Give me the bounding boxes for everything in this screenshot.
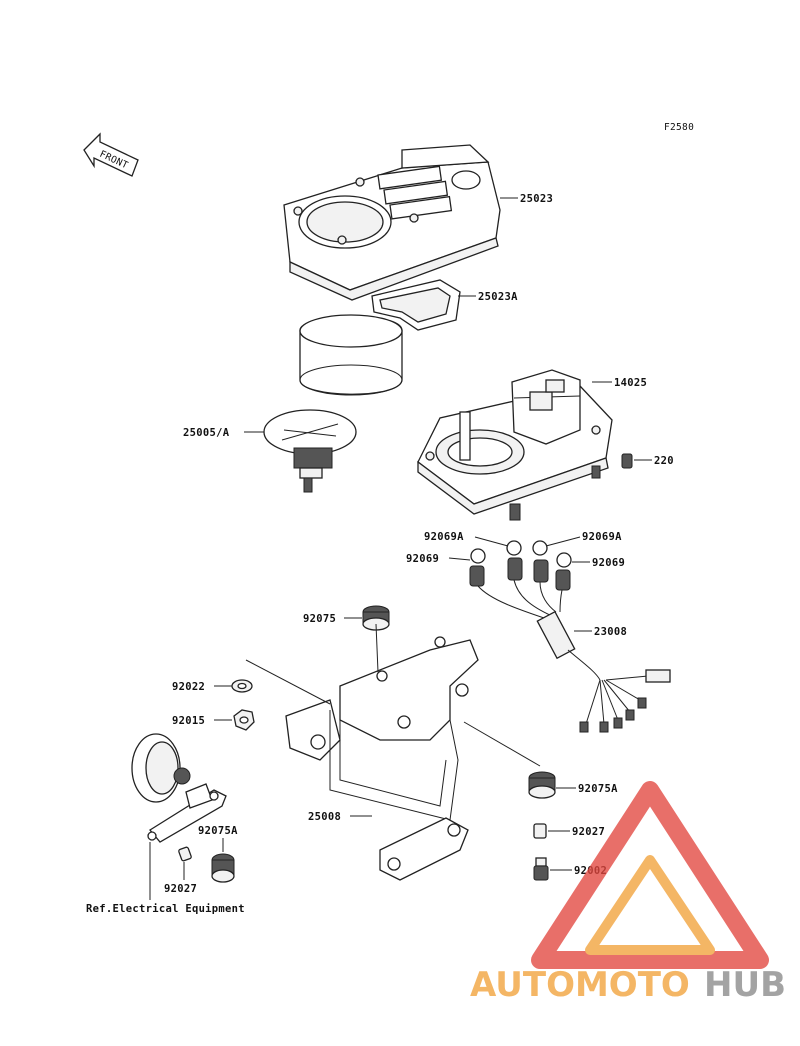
collar-92027-left-part <box>178 846 192 862</box>
watermark-text-auto-moto: AUTOMOTO <box>470 965 690 1005</box>
grommet-92075A-right-part <box>528 771 556 799</box>
speedometer-part <box>263 409 357 493</box>
callout-92069A-right: 92069A <box>582 531 622 543</box>
figure-code: F2580 <box>664 122 694 133</box>
bulb-socket-group <box>469 540 572 591</box>
wiring-harness-part <box>477 579 671 733</box>
watermark-text-hub: HUB <box>704 965 786 1005</box>
meter-cover-part <box>283 144 501 301</box>
callout-23008: 23008 <box>594 626 627 638</box>
callout-92022: 92022 <box>172 681 205 693</box>
front-arrow-icon: FRONT <box>83 132 139 177</box>
callout-92027-right: 92027 <box>572 826 605 838</box>
collar-92027-right-part <box>533 823 547 839</box>
meter-gasket-part <box>299 279 461 396</box>
watermark-logo: AUTOMOTO HUB <box>470 781 786 1005</box>
callout-92027-left: 92027 <box>164 883 197 895</box>
callout-25023: 25023 <box>520 193 553 205</box>
callout-92069A-left: 92069A <box>424 531 464 543</box>
callout-25023A: 25023A <box>478 291 518 303</box>
grommet-92075A-left-part <box>211 853 235 883</box>
callout-92015: 92015 <box>172 715 205 727</box>
bolt-92002-part <box>533 857 549 881</box>
callout-14025: 14025 <box>614 377 647 389</box>
callout-25005A: 25005/A <box>183 427 230 439</box>
horn-assembly-part <box>131 733 227 843</box>
nut-92015-part <box>233 709 255 731</box>
callout-25008: 25008 <box>308 811 341 823</box>
washer-92022-part <box>231 679 253 693</box>
callout-92075: 92075 <box>303 613 336 625</box>
callout-220: 220 <box>654 455 674 467</box>
reference-note: Ref.Electrical Equipment <box>86 903 245 915</box>
meter-case-part <box>417 369 613 521</box>
screw-220-part <box>621 453 633 469</box>
meter-bracket-part <box>285 623 479 881</box>
callout-92069-right: 92069 <box>592 557 625 569</box>
callout-92075A-right: 92075A <box>578 783 618 795</box>
callout-92069-left: 92069 <box>406 553 439 565</box>
callout-92075A-left: 92075A <box>198 825 238 837</box>
